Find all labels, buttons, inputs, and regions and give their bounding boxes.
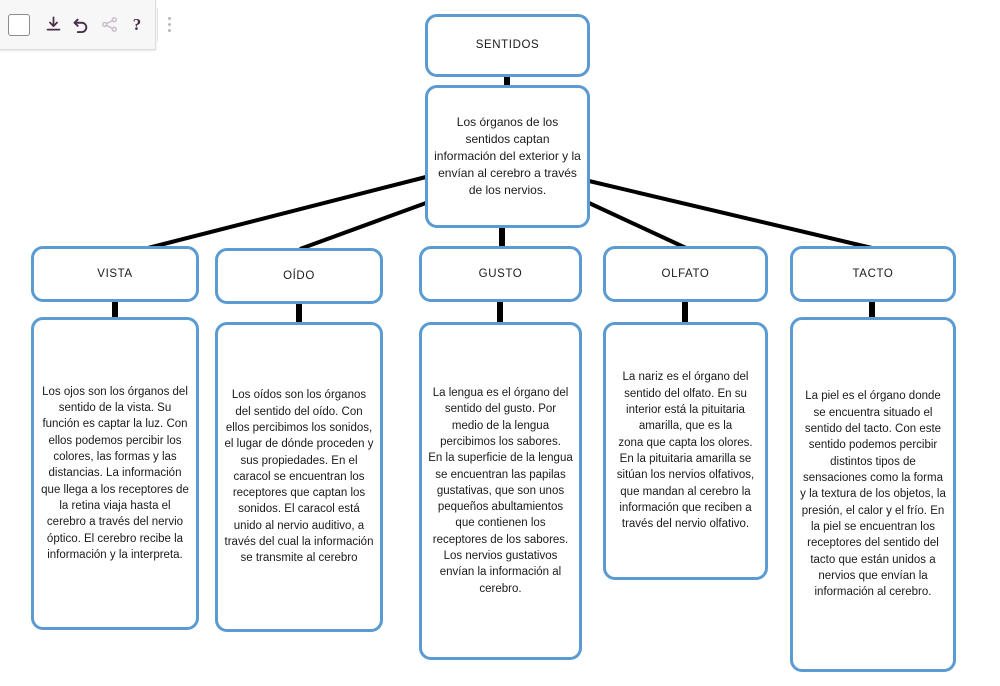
question-mark-icon: ?: [132, 15, 142, 34]
connector-intro-to-oido: [299, 201, 427, 251]
select-all-checkbox[interactable]: [8, 13, 30, 36]
kebab-dot: [167, 29, 171, 32]
undo-button[interactable]: [68, 10, 94, 40]
node-gusto-description[interactable]: La lengua es el órgano del sentido del g…: [419, 322, 582, 660]
node-olfato-label: OLFATO: [661, 267, 710, 280]
node-tacto-description-text: La piel es el órgano donde se encuentra …: [800, 390, 946, 599]
help-button[interactable]: ?: [124, 10, 150, 40]
node-oido-label: OÍDO: [283, 269, 315, 282]
node-intro[interactable]: Los órganos de los sentidos captan infor…: [425, 85, 590, 228]
download-icon: [44, 15, 63, 34]
node-tacto-label: TACTO: [852, 267, 894, 280]
share-button[interactable]: [96, 10, 122, 40]
node-gusto-description-text: La lengua es el órgano del sentido del g…: [428, 386, 573, 595]
kebab-dot: [167, 23, 171, 26]
kebab-dot: [167, 17, 171, 20]
node-oido[interactable]: OÍDO: [215, 248, 383, 304]
node-gusto-label: GUSTO: [478, 267, 523, 280]
node-olfato[interactable]: OLFATO: [603, 246, 768, 302]
more-options-button[interactable]: [161, 10, 177, 40]
connector-intro-to-tacto: [588, 179, 873, 250]
node-oido-description-text: Los oídos son los órganos del sentido de…: [224, 389, 374, 565]
node-oido-description[interactable]: Los oídos son los órganos del sentido de…: [215, 322, 383, 632]
toolbar-divider: [157, 7, 158, 42]
node-vista-label: VISTA: [97, 267, 133, 280]
node-sentidos-label: SENTIDOS: [475, 39, 540, 52]
toolbar: ?: [0, 0, 171, 50]
node-sentidos[interactable]: SENTIDOS: [425, 14, 590, 77]
node-olfato-description[interactable]: La nariz es el órgano del sentido del ol…: [603, 322, 768, 580]
node-gusto[interactable]: GUSTO: [419, 246, 582, 302]
connector-intro-to-olfato: [588, 201, 687, 250]
node-vista-description-text: Los ojos son los órganos del sentido de …: [41, 385, 189, 561]
node-vista-description[interactable]: Los ojos son los órganos del sentido de …: [31, 317, 199, 630]
download-button[interactable]: [40, 10, 66, 40]
connector-intro-to-vista: [147, 175, 427, 250]
node-vista[interactable]: VISTA: [31, 246, 199, 302]
node-tacto[interactable]: TACTO: [790, 246, 956, 302]
node-intro-text: Los órganos de los sentidos captan infor…: [434, 114, 581, 198]
node-olfato-description-text: La nariz es el órgano del sentido del ol…: [616, 371, 755, 531]
node-tacto-description[interactable]: La piel es el órgano donde se encuentra …: [790, 317, 956, 672]
share-icon: [100, 15, 119, 34]
undo-icon: [71, 15, 91, 35]
